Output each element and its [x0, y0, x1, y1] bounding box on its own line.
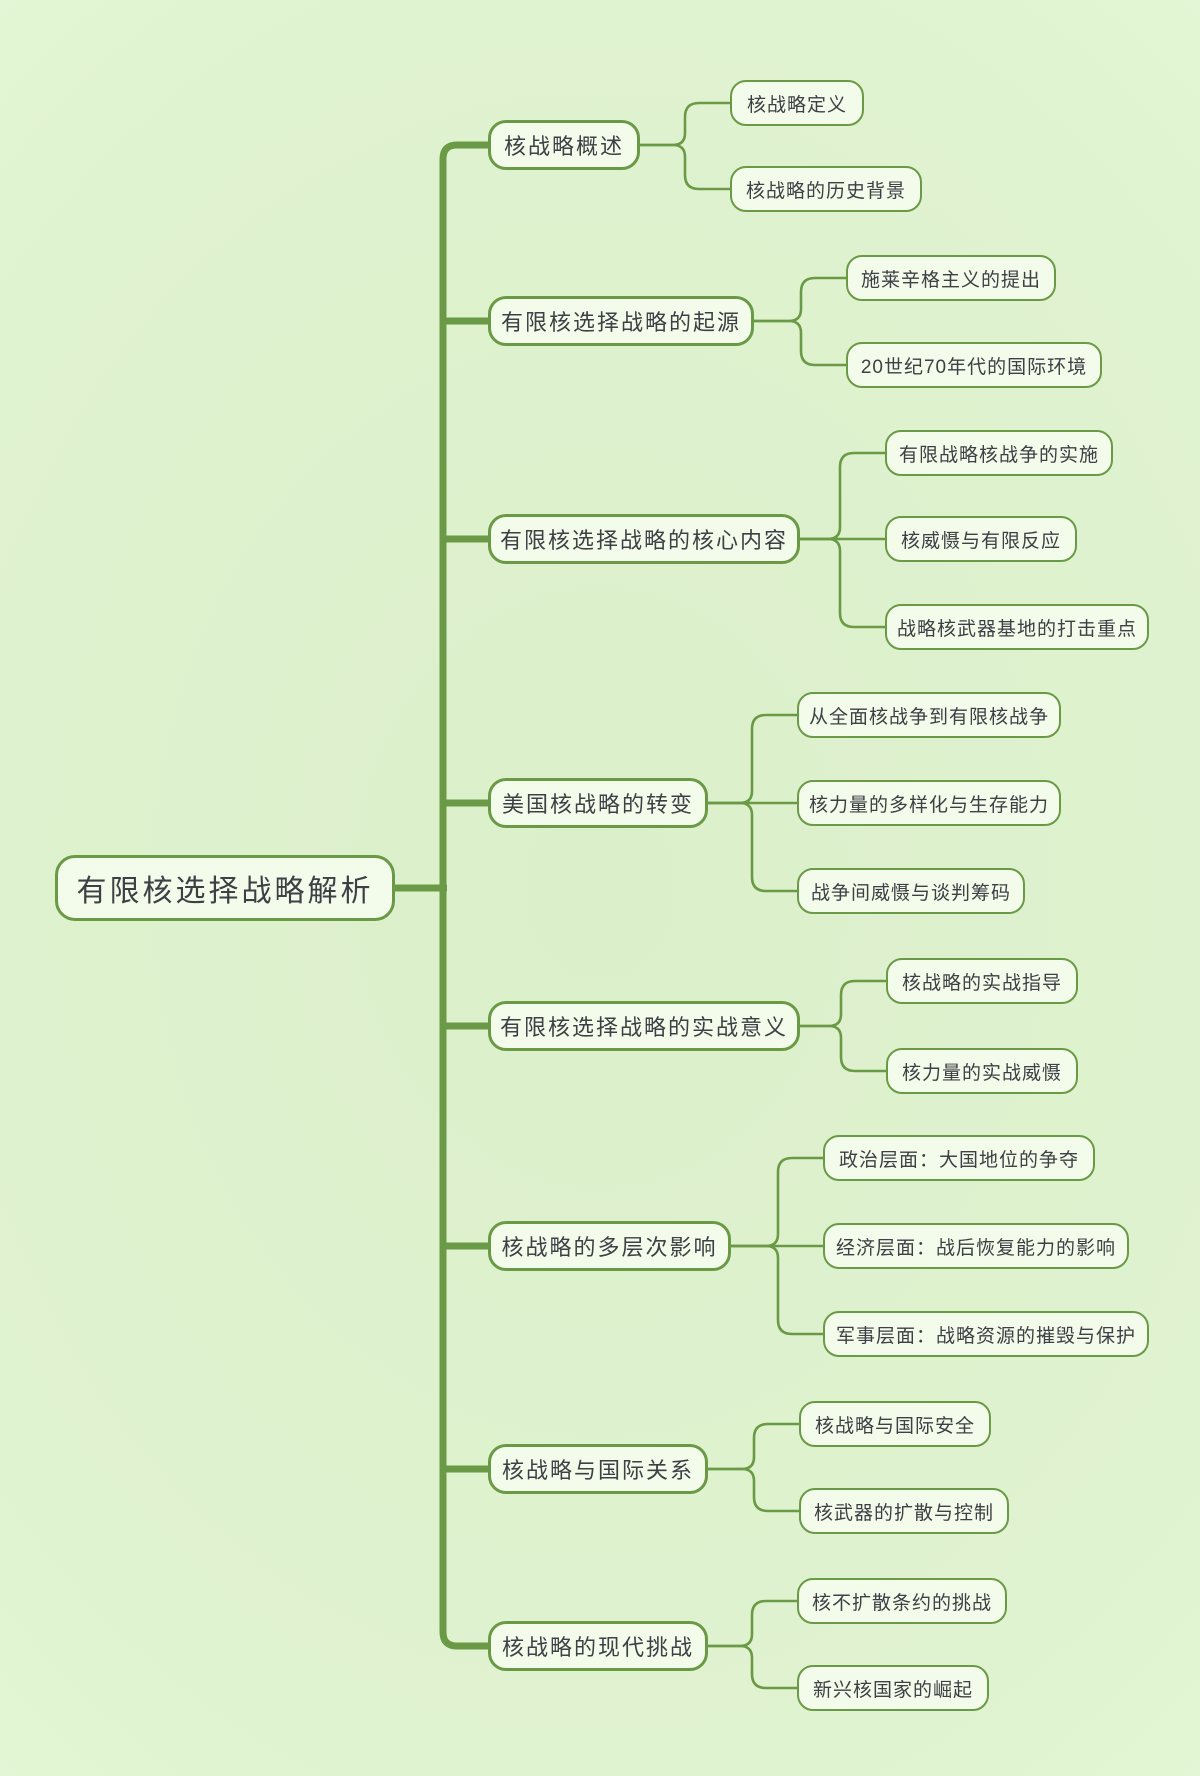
child-label: 核威慑与有限反应	[900, 530, 1061, 552]
child-label: 战略核武器基地的打击重点	[896, 618, 1137, 640]
branch-node-overview[interactable]: 核战略概述	[488, 120, 640, 170]
child-label: 核战略定义	[746, 94, 847, 116]
branch-label: 有限核选择战略的核心内容	[499, 528, 788, 553]
branch-node-international-relations[interactable]: 核战略与国际关系	[488, 1444, 708, 1494]
child-node-combat-guidance[interactable]: 核战略的实战指导	[886, 958, 1078, 1004]
child-label: 核战略的实战指导	[901, 972, 1062, 994]
spine-lines	[394, 141, 490, 1650]
child-label: 经济层面：战后恢复能力的影响	[835, 1237, 1116, 1259]
child-label: 20世纪70年代的国际环境	[860, 356, 1088, 378]
child-label: 施莱辛格主义的提出	[860, 269, 1041, 291]
child-label: 新兴核国家的崛起	[812, 1679, 973, 1701]
branch-label: 有限核选择战略的起源	[500, 310, 741, 335]
child-label: 战争间威慑与谈判筹码	[810, 882, 1011, 904]
child-label: 核不扩散条约的挑战	[811, 1592, 992, 1614]
branch-node-origin[interactable]: 有限核选择战略的起源	[488, 296, 754, 346]
branch-label: 核战略的多层次影响	[501, 1235, 718, 1260]
branch-node-core-content[interactable]: 有限核选择战略的核心内容	[488, 514, 800, 564]
branch-node-practical-significance[interactable]: 有限核选择战略的实战意义	[488, 1001, 800, 1051]
child-label: 核力量的实战威慑	[901, 1062, 1062, 1084]
child-node-intrawar-deterrence[interactable]: 战争间威慑与谈判筹码	[797, 868, 1025, 914]
child-node-1970s-environment[interactable]: 20世纪70年代的国际环境	[846, 342, 1102, 388]
child-label: 核战略的历史背景	[745, 180, 906, 202]
root-node[interactable]: 有限核选择战略解析	[55, 855, 395, 921]
child-label: 政治层面：大国地位的争夺	[838, 1149, 1079, 1171]
child-label: 核力量的多样化与生存能力	[808, 794, 1049, 816]
branch-label: 核战略概述	[503, 134, 624, 159]
child-node-economic-level[interactable]: 经济层面：战后恢复能力的影响	[823, 1223, 1129, 1269]
child-label: 核战略与国际安全	[814, 1415, 975, 1437]
branch-label: 美国核战略的转变	[501, 792, 694, 817]
child-node-strike-priorities[interactable]: 战略核武器基地的打击重点	[885, 604, 1149, 650]
child-node-history-background[interactable]: 核战略的历史背景	[730, 166, 922, 212]
child-label: 军事层面：战略资源的摧毁与保护	[835, 1325, 1136, 1347]
branch-node-multilevel-impact[interactable]: 核战略的多层次影响	[488, 1221, 731, 1271]
child-node-force-diversification[interactable]: 核力量的多样化与生存能力	[797, 780, 1061, 826]
child-node-npt-challenges[interactable]: 核不扩散条约的挑战	[797, 1578, 1007, 1624]
child-node-international-security[interactable]: 核战略与国际安全	[799, 1401, 991, 1447]
child-node-proliferation-control[interactable]: 核武器的扩散与控制	[799, 1488, 1009, 1534]
branch-node-modern-challenges[interactable]: 核战略的现代挑战	[488, 1621, 708, 1671]
child-node-schlesinger[interactable]: 施莱辛格主义的提出	[846, 255, 1056, 301]
branch-node-us-strategy-shift[interactable]: 美国核战略的转变	[488, 778, 708, 828]
child-label: 从全面核战争到有限核战争	[808, 706, 1049, 728]
child-label: 核武器的扩散与控制	[813, 1502, 994, 1524]
child-node-total-to-limited-war[interactable]: 从全面核战争到有限核战争	[797, 692, 1061, 738]
child-node-emerging-nuclear-states[interactable]: 新兴核国家的崛起	[797, 1665, 989, 1711]
child-node-political-level[interactable]: 政治层面：大国地位的争夺	[823, 1135, 1095, 1181]
child-node-limited-war-implementation[interactable]: 有限战略核战争的实施	[885, 430, 1113, 476]
branch-label: 核战略的现代挑战	[501, 1635, 694, 1660]
branch-label: 有限核选择战略的实战意义	[499, 1015, 788, 1040]
child-node-military-level[interactable]: 军事层面：战略资源的摧毁与保护	[823, 1311, 1149, 1357]
child-connector-lines	[640, 101, 886, 1690]
child-node-combat-deterrence[interactable]: 核力量的实战威慑	[886, 1048, 1078, 1094]
child-label: 有限战略核战争的实施	[898, 444, 1099, 466]
child-node-definition[interactable]: 核战略定义	[730, 80, 864, 126]
child-node-deterrence-limited-response[interactable]: 核威慑与有限反应	[885, 516, 1077, 562]
branch-label: 核战略与国际关系	[501, 1458, 694, 1483]
root-label: 有限核选择战略解析	[76, 875, 374, 908]
